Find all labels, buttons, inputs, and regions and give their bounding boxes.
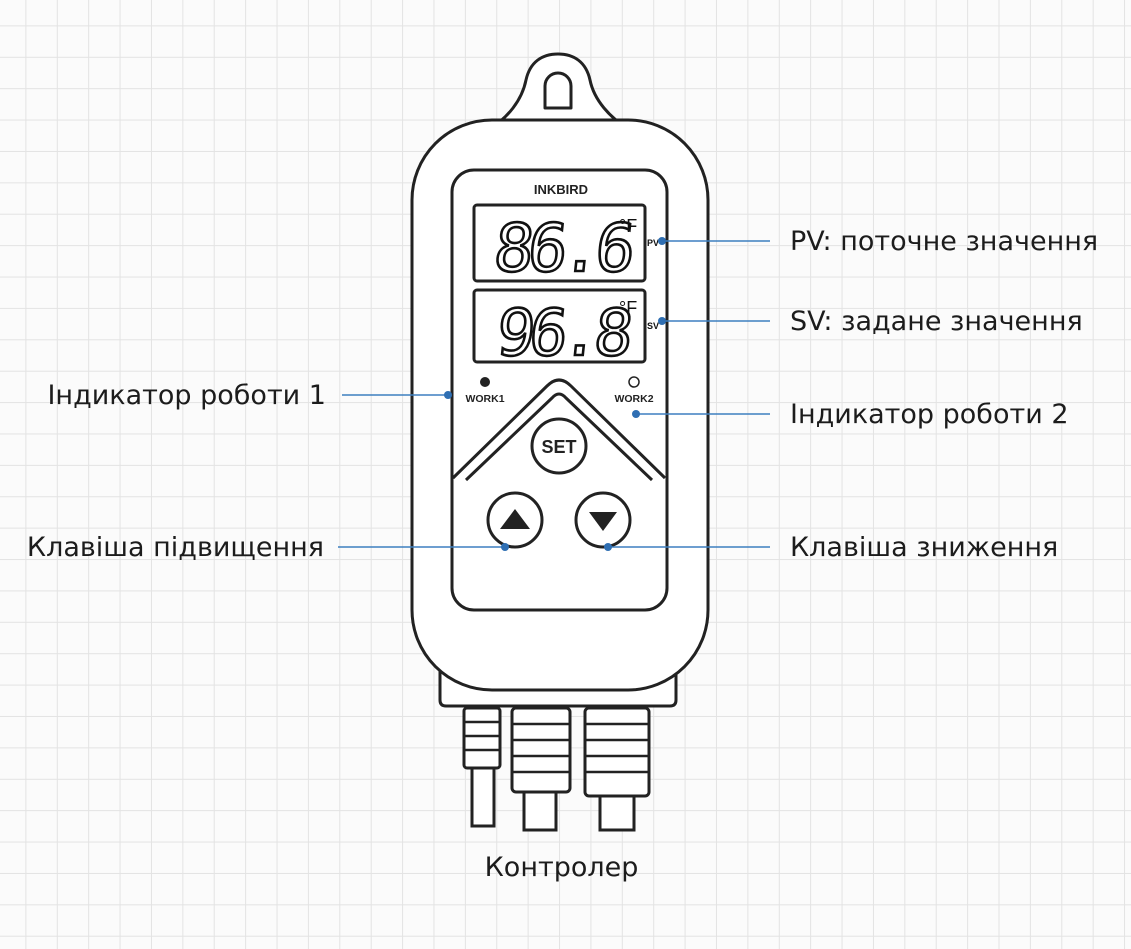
sv-callout: SV: задане значення	[790, 306, 1083, 337]
sv-unit: °F	[619, 298, 637, 318]
leader-lines	[338, 237, 770, 551]
up-key-callout: Клавіша підвищення	[26, 532, 324, 563]
work2-callout: Індикатор роботи 2	[790, 399, 1069, 430]
pv-display	[472, 203, 647, 283]
set-button[interactable]	[530, 417, 588, 475]
arrow-down-icon	[589, 512, 617, 531]
set-keypad-outer	[451, 378, 667, 480]
down-key-callout: Клавіша зниження	[790, 532, 1059, 563]
pv-tag: PV	[647, 238, 659, 248]
set-keypad-inner	[464, 392, 654, 482]
pv-callout: PV: поточне значення	[790, 226, 1099, 257]
work1-led	[480, 377, 490, 387]
brand-logo: INKBIRD	[534, 182, 588, 197]
cable-ribs	[464, 720, 649, 774]
sv-tag: SV	[647, 321, 659, 331]
sv-value: 96.8	[493, 296, 633, 371]
work1-label: WORK1	[465, 393, 504, 405]
set-label: SET	[541, 437, 576, 457]
work2-led	[628, 376, 640, 388]
cables	[462, 706, 651, 832]
diagram-caption: Контролер	[484, 852, 639, 883]
work2-label: WORK2	[614, 393, 653, 405]
arrow-up-icon	[500, 509, 530, 529]
work1-callout: Індикатор роботи 1	[47, 380, 326, 411]
sv-display	[472, 288, 647, 364]
pv-unit: °F	[619, 216, 637, 236]
hanging-hole	[543, 71, 573, 110]
pv-value: 86.6	[490, 210, 635, 287]
